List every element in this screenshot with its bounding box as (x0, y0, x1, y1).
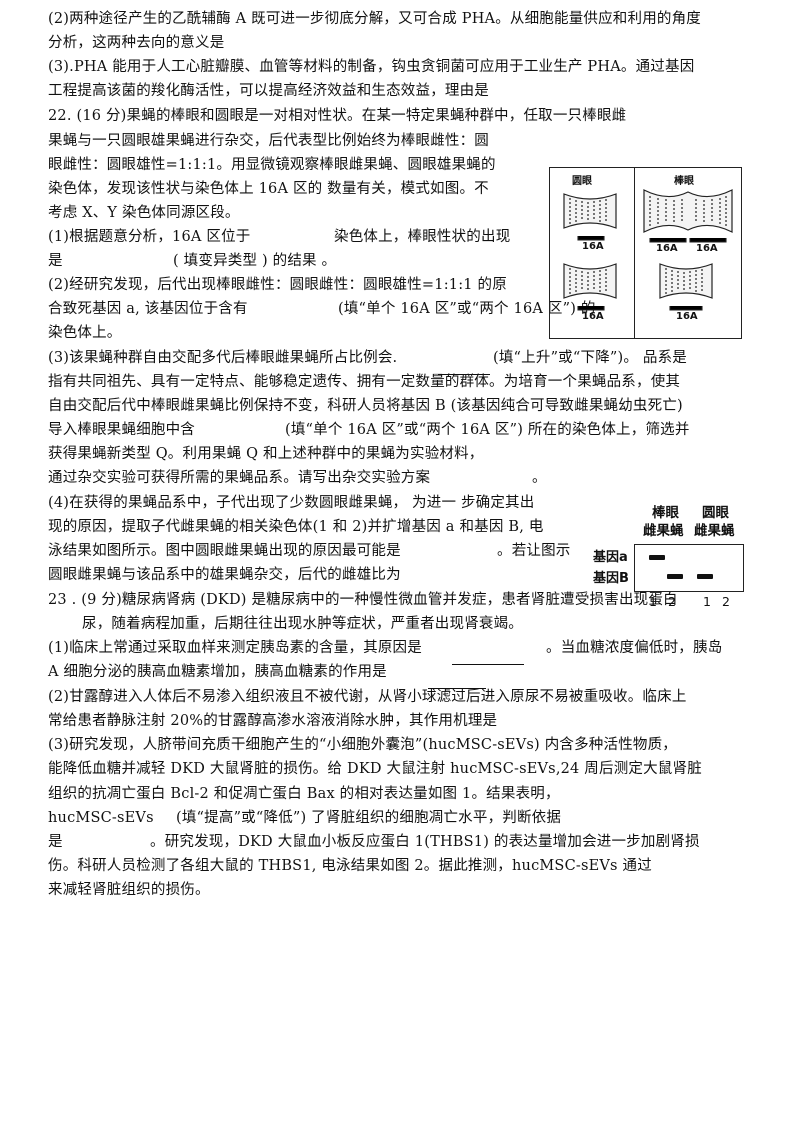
gel-col2-subtitle: 雌果蝇 (694, 523, 735, 539)
region-label-16a: 16A (656, 243, 678, 254)
text-line: 考虑 X、Y 染色体同源区段。 (48, 205, 240, 221)
gel-col1-subtitle: 雌果蝇 (643, 523, 684, 539)
text-line: 。若让图示 (497, 543, 571, 559)
text-line: 工程提高该菌的羧化酶活性，可以提高经济效益和生态效益，理由是 (48, 83, 489, 99)
answer-blank (428, 674, 486, 689)
text-line: 现的原因，提取子代雌果蝇的相关染色体(1 和 2)并扩增基因 a 和基因 B, … (48, 519, 544, 535)
lane-label: 2 (722, 594, 730, 609)
text-line: 。 (532, 470, 547, 486)
gel-band (649, 555, 665, 560)
gel-box (634, 544, 744, 592)
text-line: (4)在获得的果蝇品系中，子代出现了少数圆眼雌果蝇， 为进一 步确定其出 (48, 495, 535, 511)
text-line: 通过杂交实验可获得所需的果蝇品系。请写出杂交实验方案 (48, 470, 431, 486)
chromosome-figure: 圆眼 棒眼 16A (549, 167, 742, 339)
lane-label: 1 (649, 594, 657, 609)
question-22-heading: 22. (16 分)果蝇的棒眼和圆眼是一对相对性状。在某一特定果蝇种群中，任取一… (48, 108, 627, 124)
text-line: (填“上升”或“下降”)。 品系是 (493, 350, 687, 366)
text-line: 组织的抗凋亡蛋白 Bcl-2 和促凋亡蛋白 Bax 的相对表达量如图 1。结果表… (48, 786, 560, 802)
gene-a-label: 基因a (593, 550, 628, 565)
region-label-16a: 16A (582, 241, 604, 252)
gel-band (667, 574, 683, 579)
bar-eye-title: 棒眼 (674, 176, 694, 187)
lane-label: 2 (668, 594, 676, 609)
text-line: (2)两种途径产生的乙酰辅酶 A 既可进一步彻底分解，又可合成 PHA。从细胞能… (48, 11, 702, 27)
answer-blank (452, 650, 524, 665)
text-line: (3).PHA 能用于人工心脏瓣膜、血管等材料的制备，钩虫贪铜菌可应用于工业生产… (48, 59, 695, 75)
chromosome-drawings (563, 189, 733, 311)
answer-blank (438, 360, 490, 375)
text-line: 合致死基因 a, 该基因位于含有 (48, 301, 248, 317)
text-line: 尿，随着病程加重，后期往往出现水肿等症状，严重者出现肾衰竭。 (82, 616, 523, 632)
text-line: 分析，这两种去向的意义是 (48, 35, 225, 51)
text-line: ( 填变异类型 ) 的结果 。 (173, 253, 337, 269)
text-line: 是 (48, 834, 63, 850)
text-line: (1)根据题意分析，16A 区位于 (48, 229, 251, 245)
region-label-16a: 16A (696, 243, 718, 254)
text-line: 导入棒眼果蝇细胞中含 (48, 422, 195, 438)
text-line: 。当血糖浓度偏低时，胰岛 (546, 640, 723, 656)
text-line: 伤。科研人员检测了各组大鼠的 THBS1, 电泳结果如图 2。据此推测，hucM… (48, 858, 652, 874)
text-line: 来减轻肾脏组织的损伤。 (48, 882, 210, 898)
text-line: 染色体上。 (48, 325, 122, 341)
region-label-16a: 16A (676, 311, 698, 322)
text-line: A 细胞分泌的胰高血糖素增加，胰高血糖素的作用是 (48, 664, 387, 680)
text-line: 眼雌性：圆眼雄性=1:1:1。用显微镜观察棒眼雌果蝇、圆眼雄果蝇的 (48, 157, 496, 173)
gel-col1-title: 棒眼 (652, 505, 679, 521)
text-line: (1)临床上常通过采取血样来测定胰岛素的含量，其原因是 (48, 640, 422, 656)
text-line: 能降低血糖并减轻 DKD 大鼠肾脏的损伤。给 DKD 大鼠注射 hucMSC-s… (48, 761, 702, 777)
text-line: 获得果蝇新类型 Q。利用果蝇 Q 和上述种群中的果蝇为实验材料， (48, 446, 484, 462)
lane-label: 1 (703, 594, 711, 609)
text-line: 染色体上，棒眼性状的出现 (334, 229, 511, 245)
text-line: 染色体，发现该性状与染色体上 16A 区的 数量有关，模式如图。不 (48, 181, 489, 197)
gel-col2-title: 圆眼 (702, 505, 729, 521)
text-line: (2)经研究发现，后代出现棒眼雌性：圆眼雌性：圆眼雄性=1:1:1 的原 (48, 277, 507, 293)
text-line: (3)该果蝇种群自由交配多代后棒眼雌果蝇所占比例会. (48, 350, 398, 366)
text-line: 泳结果如图所示。图中圆眼雌果蝇出现的原因最可能是 (48, 543, 401, 559)
text-line: 果蝇与一只圆眼雄果蝇进行杂交，后代表型比例始终为棒眼雌性：圆 (48, 133, 489, 149)
text-line: 自由交配后代中棒眼雌果蝇比例保持不变，科研人员将基因 B (该基因纯合可导致雌果… (48, 398, 683, 414)
text-line: (填“提高”或“降低”) 了肾脏组织的细胞凋亡水平，判断依据 (176, 810, 562, 826)
question-23-heading: 23 . (9 分)糖尿病肾病 (DKD) 是糖尿病中的一种慢性微血管并发症，患… (48, 592, 678, 608)
text-line: 圆眼雌果蝇与该品系中的雄果蝇杂交，后代的雌雄比为 (48, 567, 401, 583)
text-line: (填“单个 16A 区”或“两个 16A 区”) 所在的染色体上，筛选并 (285, 422, 690, 438)
region-label-16a: 16A (582, 311, 604, 322)
text-line: (3)研究发现，人脐带间充质干细胞产生的“小细胞外囊泡”(hucMSC-sEVs… (48, 737, 677, 753)
round-eye-title: 圆眼 (572, 176, 592, 187)
text-line: (2)甘露醇进入人体后不易渗入组织液且不被代谢，从肾小球滤过后进入原尿不易被重吸… (48, 689, 687, 705)
text-line: 指有共同祖先、具有一定特点、能够稳定遗传、拥有一定数量的群体。为培育一个果蝇品系… (48, 374, 681, 390)
text-line: 。研究发现，DKD 大鼠血小板反应蛋白 1(THBS1) 的表达量增加会进一步加… (150, 834, 700, 850)
text-line: hucMSC-sEVs (48, 810, 154, 826)
gene-b-label: 基因B (593, 571, 629, 586)
text-line: (填“单个 16A 区”或“两个 16A 区”) 的 (338, 301, 596, 317)
figure-divider (634, 168, 636, 338)
text-line: 常给患者静脉注射 20%的甘露醇高渗水溶液消除水肿，其作用机理是 (48, 713, 498, 729)
text-line: 是 (48, 253, 63, 269)
gel-band (697, 574, 713, 579)
